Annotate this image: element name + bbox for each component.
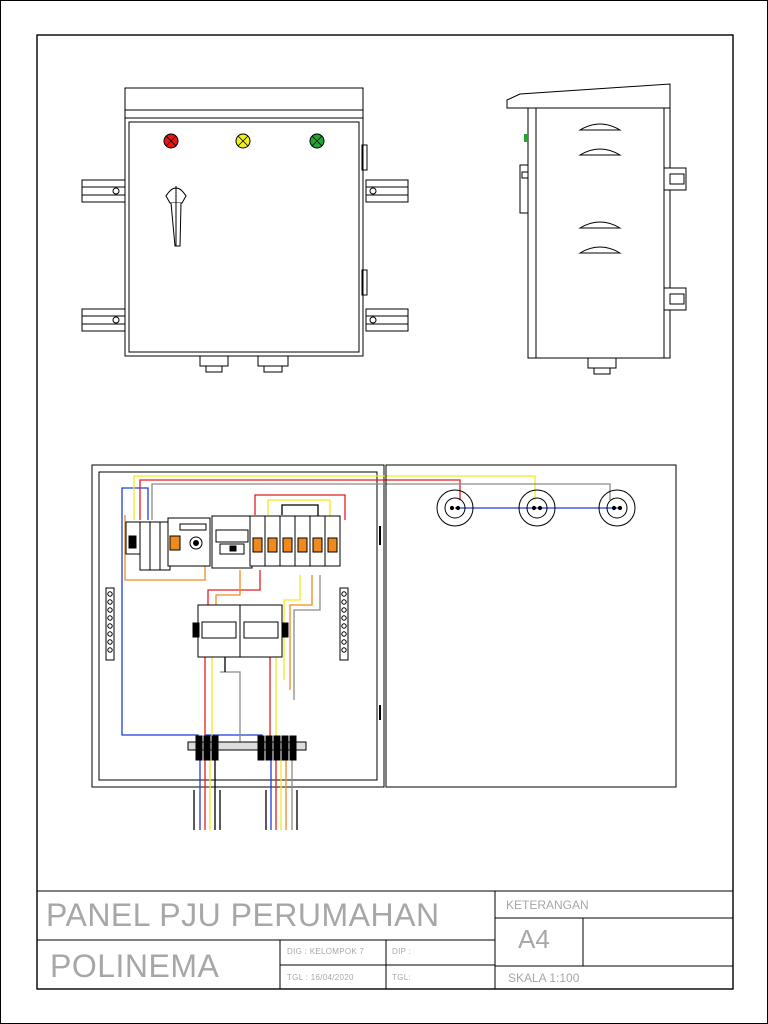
mcb-row-top (249, 515, 341, 567)
tgl2-label: TGL: (392, 973, 411, 982)
terminal-strip-right (339, 587, 349, 661)
drawing-title-line2: POLINEMA (50, 948, 220, 984)
dig-label: DIG : KELOMPOK 7 (287, 947, 365, 956)
indicator-lamp-green (309, 133, 325, 149)
timer-relay (167, 517, 211, 567)
indicator-lamp-yellow (235, 133, 251, 149)
title-block-frame (37, 890, 733, 989)
rotary-switch-handle (165, 186, 187, 247)
louver-3 (578, 221, 622, 229)
terminal-block-bottom (187, 735, 307, 761)
bracket-bottom-right (365, 308, 409, 332)
door-lamp-1 (436, 489, 474, 527)
sheet-inner-border (36, 34, 734, 990)
indicator-lamp-red (163, 133, 179, 149)
bracket-top-left (81, 179, 126, 203)
cable-gland-right (257, 355, 289, 373)
dip-label: DIP : (392, 947, 412, 956)
door-interior (385, 464, 677, 788)
door-lamp-3 (598, 489, 636, 527)
outgoing-cables-left (193, 760, 221, 830)
components (105, 515, 349, 761)
main-breaker-group (125, 521, 171, 571)
terminal-strip-left (105, 587, 115, 661)
outgoing-cables-right (265, 760, 298, 830)
contactor-lower-left (192, 604, 241, 658)
contactor-lower-right (239, 604, 289, 658)
contactor (211, 515, 253, 569)
louver-1 (578, 123, 622, 131)
internal-layout-enclosure (91, 464, 385, 788)
cable-gland-left (199, 355, 229, 373)
door-lamp-2 (518, 489, 556, 527)
front-view-panel (81, 87, 409, 373)
louver-2 (578, 148, 622, 156)
drawing-title-line1: PANEL PJU PERUMAHAN (46, 897, 440, 933)
scale-label: SKALA 1:100 (508, 971, 580, 985)
paper-size: A4 (518, 924, 550, 954)
side-view-panel (506, 83, 687, 375)
bracket-top-right (365, 179, 409, 203)
bracket-bottom-left (81, 308, 126, 332)
tgl-label: TGL : 16/04/2020 (287, 973, 354, 982)
louver-4 (578, 246, 622, 254)
keterangan-label: KETERANGAN (506, 898, 589, 912)
